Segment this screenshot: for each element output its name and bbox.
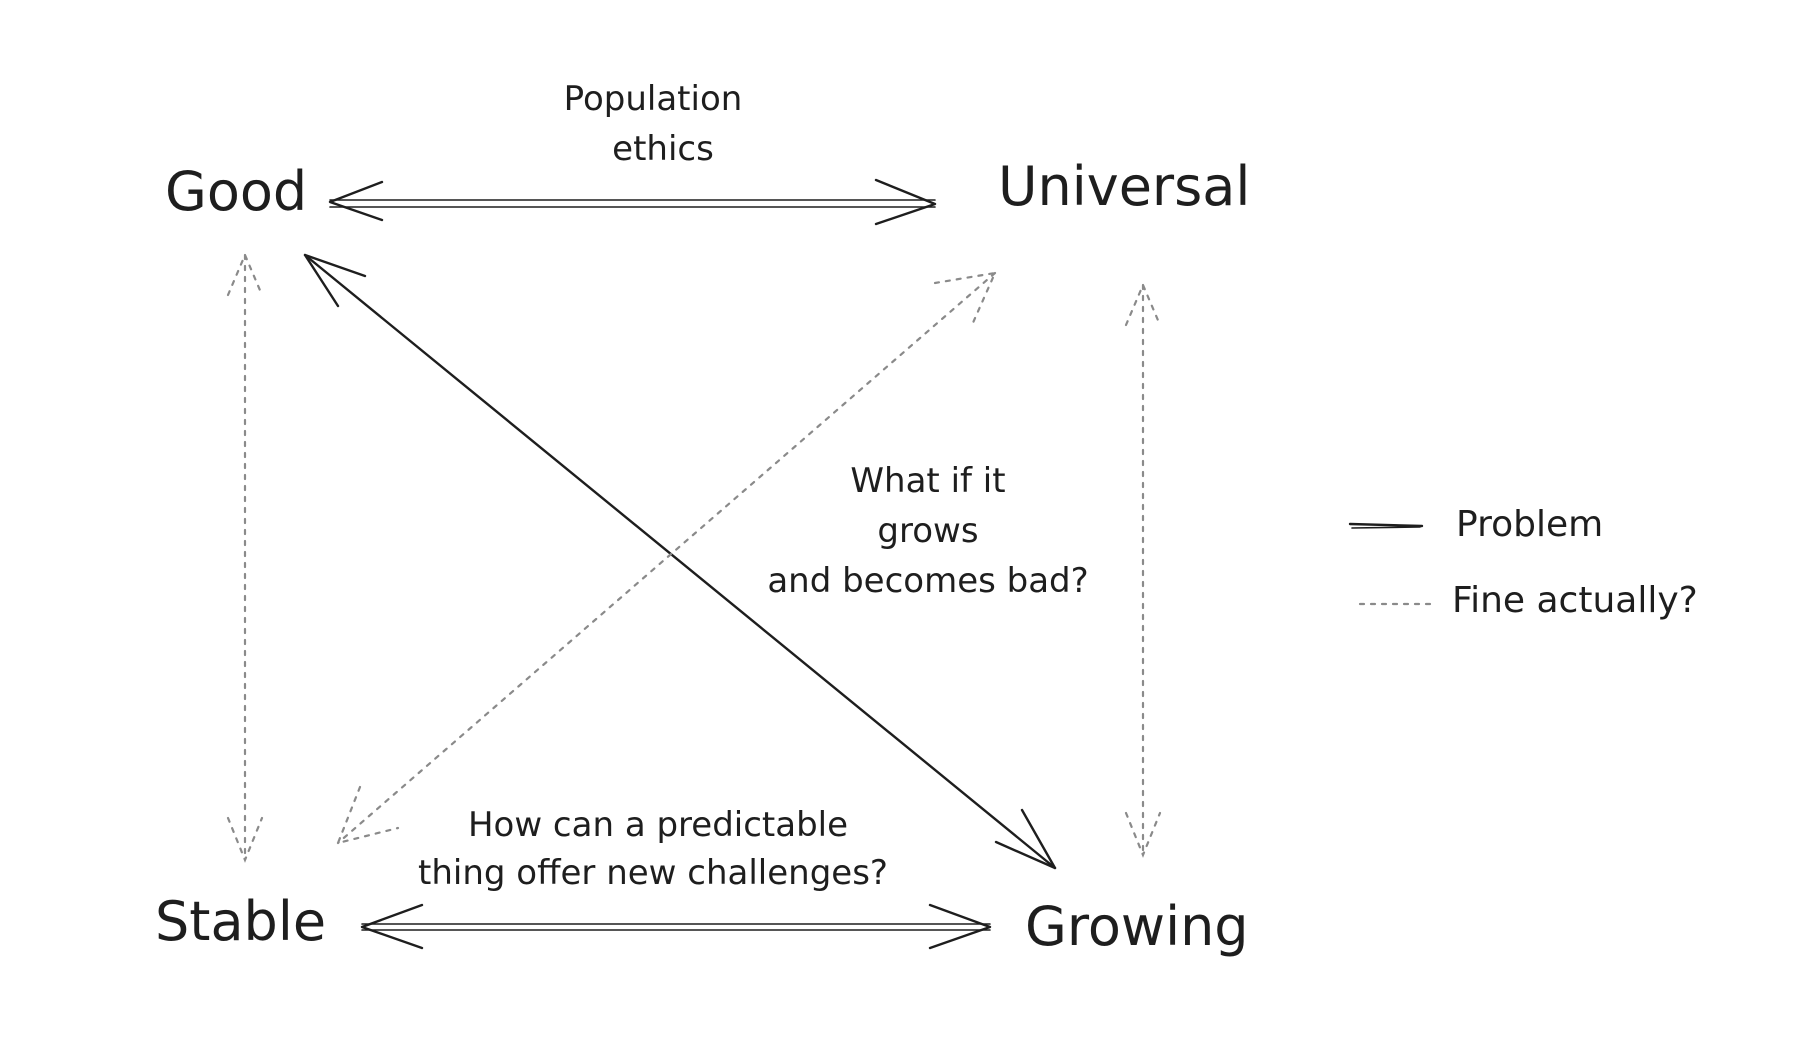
- node-good: Good: [165, 160, 307, 223]
- edge-good-growing: [303, 253, 1057, 870]
- edge-stable-growing: [360, 903, 992, 950]
- node-growing: Growing: [1025, 895, 1249, 958]
- legend: Problem Fine actually?: [1348, 504, 1698, 621]
- legend-item-fine: Fine actually?: [1358, 580, 1698, 621]
- legend-solid-swatch: [1348, 522, 1424, 528]
- legend-fine-label: Fine actually?: [1452, 580, 1698, 621]
- legend-item-problem: Problem: [1348, 504, 1603, 545]
- edge-universal-growing: [1124, 282, 1162, 858]
- node-universal: Universal: [998, 155, 1250, 218]
- node-stable: Stable: [155, 890, 326, 953]
- edge-good-universal: [328, 178, 937, 226]
- legend-problem-label: Problem: [1456, 504, 1603, 545]
- label-grows-bad-line-3: and becomes bad?: [767, 561, 1088, 601]
- edge-universal-stable: [336, 271, 997, 845]
- label-population-ethics: Population ethics: [564, 79, 743, 169]
- label-grows-bad-line-2: grows: [877, 511, 978, 551]
- label-population-ethics-line-2: ethics: [612, 129, 714, 169]
- label-population-ethics-line-1: Population: [564, 79, 743, 119]
- label-grows-bad: What if it grows and becomes bad?: [767, 461, 1088, 601]
- edge-good-stable: [226, 252, 264, 863]
- label-predictable-line-1: How can a predictable: [468, 805, 848, 845]
- label-predictable-line-2: thing offer new challenges?: [418, 853, 888, 893]
- label-grows-bad-line-1: What if it: [850, 461, 1005, 501]
- label-predictable-challenges: How can a predictable thing offer new ch…: [418, 805, 888, 893]
